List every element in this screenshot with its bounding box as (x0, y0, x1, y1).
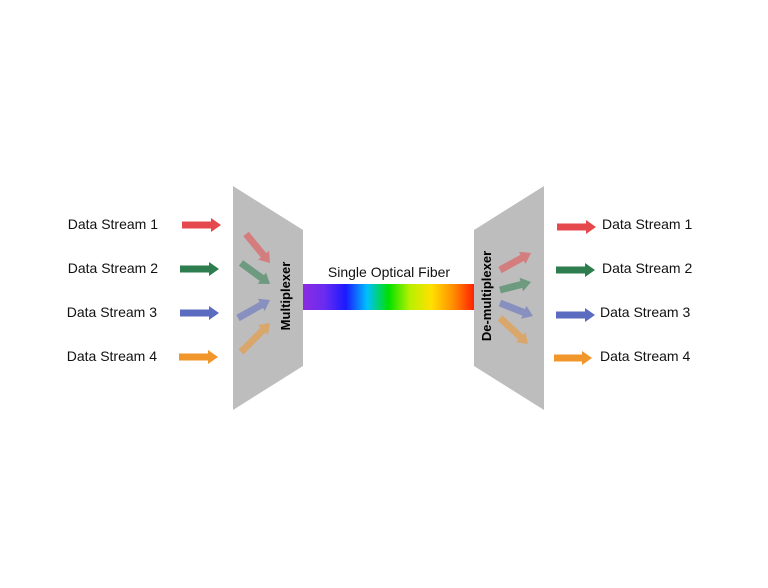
input-arrow-4-icon (179, 350, 218, 364)
demultiplexer-box (474, 186, 544, 410)
mux-arrow-1-icon (243, 231, 270, 263)
arrow-layer (179, 218, 596, 365)
demux-arrow-3-icon (498, 299, 533, 319)
input-label-4: Data Stream 4 (67, 348, 157, 364)
output-arrow-3-icon (556, 308, 595, 322)
output-label-2: Data Stream 2 (602, 260, 692, 276)
demux-arrow-1-icon (498, 251, 531, 274)
input-arrow-1-icon (182, 218, 221, 232)
input-arrow-2-icon (180, 262, 219, 276)
demux-arrow-2-icon (499, 277, 531, 294)
input-label-2: Data Stream 2 (68, 260, 158, 276)
mux-arrow-2-icon (238, 260, 270, 284)
multiplexer-label: Multiplexer (278, 262, 293, 331)
output-label-4: Data Stream 4 (600, 348, 690, 364)
input-arrow-3-icon (180, 306, 219, 320)
demux-arrow-4-icon (497, 315, 528, 344)
output-arrow-2-icon (556, 263, 595, 277)
mux-arrow-4-icon (238, 323, 270, 355)
output-arrow-4-icon (554, 351, 592, 365)
input-label-1: Data Stream 1 (68, 216, 158, 232)
output-arrow-1-icon (557, 220, 596, 234)
fiber-label: Single Optical Fiber (328, 264, 451, 280)
input-label-3: Data Stream 3 (67, 304, 157, 320)
output-label-1: Data Stream 1 (602, 216, 692, 232)
demultiplexer-label: De-multiplexer (479, 251, 494, 341)
mux-arrow-3-icon (236, 298, 270, 322)
output-label-3: Data Stream 3 (600, 304, 690, 320)
optical-fiber (303, 284, 474, 310)
